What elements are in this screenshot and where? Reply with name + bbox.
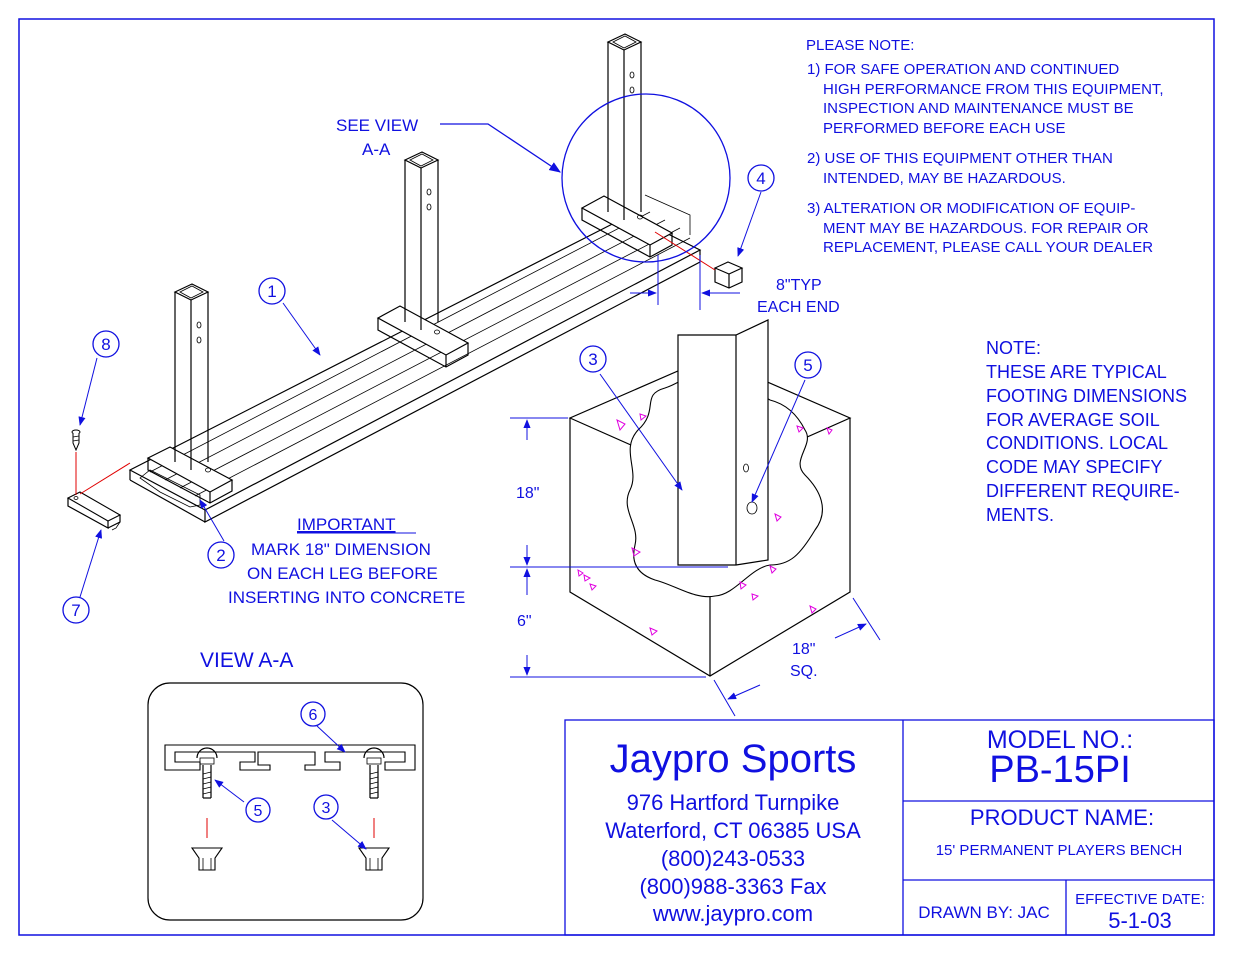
note-1-line-1: 1) FOR SAFE OPERATION AND CONTINUED xyxy=(807,61,1119,78)
footing-note-line: THESE ARE TYPICAL xyxy=(986,362,1167,382)
important-title: IMPORTANT xyxy=(297,515,396,534)
important-line-2: ON EACH LEG BEFORE xyxy=(247,564,438,583)
balloon-5-view: 5 xyxy=(245,797,271,823)
model-number: PB-15PI xyxy=(989,749,1131,791)
product-name: 15' PERMANENT PLAYERS BENCH xyxy=(936,842,1183,859)
balloon-3-footing-label: 3 xyxy=(588,350,597,369)
effective-date-label: EFFECTIVE DATE: xyxy=(1075,891,1205,908)
footing-note-line: CODE MAY SPECIFY xyxy=(986,457,1162,477)
note-1-line-2: HIGH PERFORMANCE FROM THIS EQUIPMENT, xyxy=(823,81,1164,98)
balloon-6: 6 xyxy=(300,701,326,727)
square-dim-unit: SQ. xyxy=(790,663,818,680)
balloon-8: 8 xyxy=(92,330,120,358)
square-dim-label: 18" xyxy=(792,641,815,658)
company-website: www.jaypro.com xyxy=(652,901,813,926)
balloon-8-label: 8 xyxy=(101,335,110,354)
note-3-line-1: 3) ALTERATION OR MODIFICATION OF EQUIP- xyxy=(807,200,1135,217)
title-block xyxy=(564,719,1215,936)
balloon-1-label: 1 xyxy=(267,282,276,301)
balloon-4: 4 xyxy=(747,164,775,192)
screw xyxy=(71,429,81,452)
balloon-4-label: 4 xyxy=(756,169,765,188)
typ-dim-note: EACH END xyxy=(757,299,840,316)
typ-dim-label: 8"TYP xyxy=(776,277,822,294)
company-phone: (800)243-0533 xyxy=(661,846,805,871)
note-3-line-3: REPLACEMENT, PLEASE CALL YOUR DEALER xyxy=(823,239,1153,256)
footing-note-line: CONDITIONS. LOCAL xyxy=(986,433,1168,453)
end-cap xyxy=(654,231,744,289)
balloon-5-view-label: 5 xyxy=(254,803,263,820)
see-view-ref: A-A xyxy=(362,140,391,159)
footing-note-block: NOTE: THESE ARE TYPICAL FOOTING DIMENSIO… xyxy=(986,338,1187,525)
footing-detail xyxy=(568,319,852,677)
footing-dimensions xyxy=(510,417,881,717)
company-address-2: Waterford, CT 06385 USA xyxy=(605,818,861,843)
important-line-1: MARK 18" DIMENSION xyxy=(251,540,431,559)
footing-note-line: MENTS. xyxy=(986,505,1054,525)
note-1-line-4: PERFORMED BEFORE EACH USE xyxy=(823,120,1066,137)
note-2-line-2: INTENDED, MAY BE HAZARDOUS. xyxy=(823,170,1066,187)
product-name-label: PRODUCT NAME: xyxy=(970,805,1154,830)
company-name: Jaypro Sports xyxy=(610,737,857,781)
balloon-1: 1 xyxy=(258,277,286,305)
base-dim-label: 6" xyxy=(517,613,532,630)
note-3-line-2: MENT MAY BE HAZARDOUS. FOR REPAIR OR xyxy=(823,220,1149,237)
footing-note-line: FOOTING DIMENSIONS xyxy=(986,386,1187,406)
balloon-leaders xyxy=(78,191,806,850)
dimension-8-typ xyxy=(630,255,740,310)
balloon-5-footing-label: 5 xyxy=(803,356,812,375)
depth-dim-label: 18" xyxy=(516,485,539,502)
view-aa-section xyxy=(164,744,416,871)
company-fax: (800)988-3363 Fax xyxy=(639,874,826,899)
company-address-1: 976 Hartford Turnpike xyxy=(627,790,840,815)
drawn-by: DRAWN BY: JAC xyxy=(918,903,1050,922)
effective-date: 5-1-03 xyxy=(1108,908,1172,933)
footing-note-line: FOR AVERAGE SOIL xyxy=(986,410,1160,430)
balloon-3-footing: 3 xyxy=(579,345,607,373)
balloon-3-view-label: 3 xyxy=(322,800,331,817)
balloon-7-label: 7 xyxy=(71,601,80,620)
balloon-2-label: 2 xyxy=(216,546,225,565)
note-1-line-3: INSPECTION AND MAINTENANCE MUST BE xyxy=(823,100,1134,117)
please-note-block: PLEASE NOTE: 1) FOR SAFE OPERATION AND C… xyxy=(806,37,1164,256)
model-label: MODEL NO.: xyxy=(987,726,1133,754)
detail-circle xyxy=(561,93,731,263)
important-line-3: INSERTING INTO CONCRETE xyxy=(228,588,465,607)
view-aa-title: VIEW A-A xyxy=(200,649,293,672)
see-view-label: SEE VIEW xyxy=(336,116,418,135)
balloon-6-label: 6 xyxy=(309,707,318,724)
bench-frame-drawing xyxy=(128,33,702,523)
end-clip xyxy=(66,452,131,531)
balloon-2: 2 xyxy=(207,541,235,569)
please-note-title: PLEASE NOTE: xyxy=(806,37,914,54)
balloon-3-view: 3 xyxy=(313,794,339,820)
balloon-7: 7 xyxy=(62,596,90,624)
balloon-5-footing: 5 xyxy=(794,351,822,379)
see-view-leader xyxy=(440,123,561,173)
view-aa-frame xyxy=(147,682,424,921)
note-2-line-1: 2) USE OF THIS EQUIPMENT OTHER THAN xyxy=(807,150,1113,167)
footing-note-line: DIFFERENT REQUIRE- xyxy=(986,481,1180,501)
footing-note-title: NOTE: xyxy=(986,338,1041,358)
